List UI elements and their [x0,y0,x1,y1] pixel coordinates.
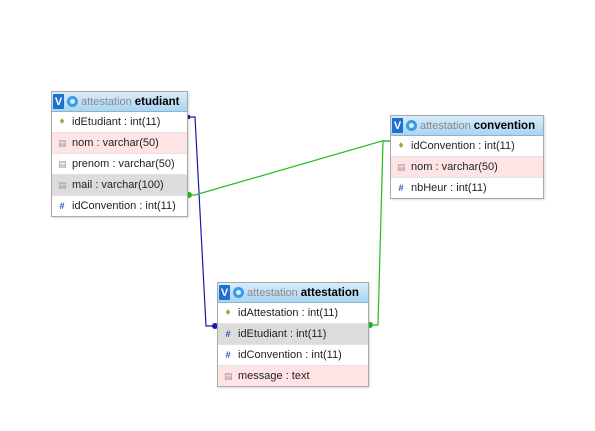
field-label: idConvention : int(11) [72,200,176,212]
field-row[interactable]: # idEtudiant : int(11) [218,324,368,345]
field-label: nbHeur : int(11) [411,182,487,194]
field-row[interactable]: ♦ idEtudiant : int(11) [52,112,187,133]
table-name: attestation [300,286,359,299]
field-label: mail : varchar(100) [72,179,164,191]
field-label: nom : varchar(50) [72,137,159,149]
number-field-icon: # [225,328,231,339]
field-row[interactable]: ♦ idAttestation : int(11) [218,303,368,324]
text-field-icon: ▤ [397,161,406,172]
toggle-columns-button[interactable]: V [53,94,64,109]
number-field-icon: # [225,349,231,360]
key-icon: ♦ [59,116,65,127]
field-label: prenom : varchar(50) [72,158,175,170]
field-label: idConvention : int(11) [238,349,342,361]
field-label: idEtudiant : int(11) [72,116,161,128]
field-row[interactable]: # nbHeur : int(11) [391,178,543,198]
field-row[interactable]: ▤ mail : varchar(100) [52,175,187,196]
text-field-icon: ▤ [58,137,67,148]
field-label: idConvention : int(11) [411,140,515,152]
text-field-icon: ▤ [58,179,67,190]
table-header[interactable]: V attestation attestation [218,283,368,303]
toggle-columns-button[interactable]: V [219,285,230,300]
text-field-icon: ▤ [58,158,67,169]
field-label: message : text [238,370,310,382]
number-field-icon: # [398,182,404,193]
field-label: idAttestation : int(11) [238,307,339,319]
table-options-icon[interactable] [406,120,417,131]
database-name: attestation [247,286,298,299]
text-field-icon: ▤ [224,370,233,381]
field-row[interactable]: ▤ nom : varchar(50) [52,133,187,154]
key-icon: ♦ [225,307,231,318]
field-row[interactable]: ▤ nom : varchar(50) [391,157,543,178]
field-row[interactable]: ▤ message : text [218,366,368,386]
field-row[interactable]: # idConvention : int(11) [218,345,368,366]
table-header[interactable]: V attestation convention [391,116,543,136]
toggle-columns-button[interactable]: V [392,118,403,133]
table-options-icon[interactable] [67,96,78,107]
field-row[interactable]: ▤ prenom : varchar(50) [52,154,187,175]
table-options-icon[interactable] [233,287,244,298]
relation-convention-etudiant [188,140,390,196]
number-field-icon: # [59,200,65,211]
field-row[interactable]: ♦ idConvention : int(11) [391,136,543,157]
table-name: etudiant [134,95,180,108]
table-name: convention [473,119,536,132]
table-etudiant[interactable]: V attestation etudiant ♦ idEtudiant : in… [51,91,188,217]
field-label: idEtudiant : int(11) [238,328,327,340]
relation-convention-attestation [368,140,390,326]
table-attestation[interactable]: V attestation attestation ♦ idAttestatio… [217,282,369,387]
database-name: attestation [420,119,471,132]
key-icon: ♦ [398,140,404,151]
database-name: attestation [81,95,132,108]
field-row[interactable]: # idConvention : int(11) [52,196,187,216]
table-header[interactable]: V attestation etudiant [52,92,187,112]
field-label: nom : varchar(50) [411,161,498,173]
relation-etudiant-attestation [187,116,216,327]
table-convention[interactable]: V attestation convention ♦ idConvention … [390,115,544,199]
